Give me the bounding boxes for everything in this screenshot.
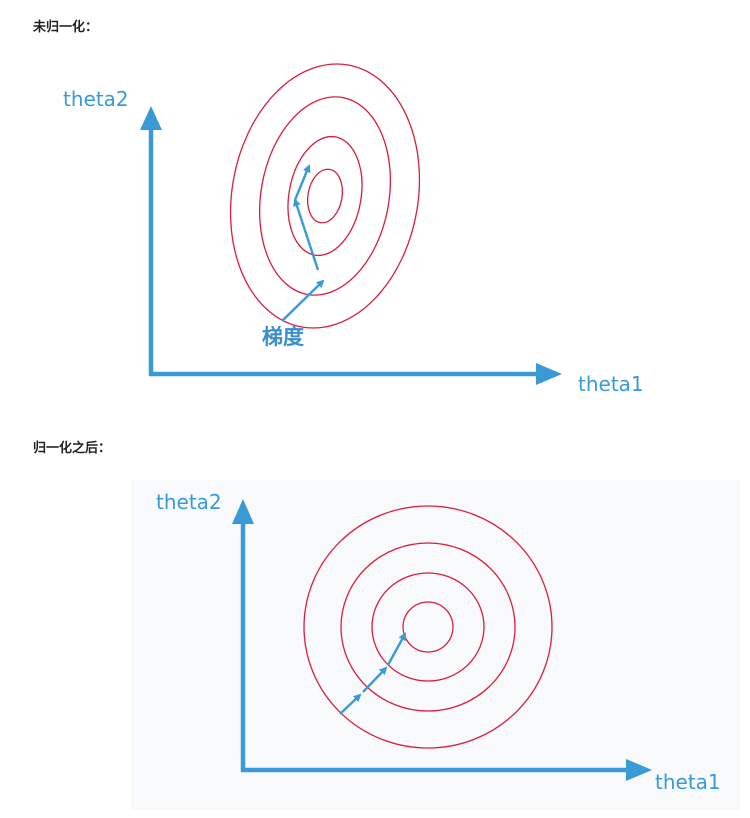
contour-ellipse-1 [229, 63, 421, 329]
normalized-diagram: theta2 theta1 [0, 470, 750, 818]
x-axis [241, 759, 652, 781]
contour-circle-4 [402, 601, 454, 653]
contour-ellipse-2 [258, 96, 392, 296]
contour-circle-1 [303, 505, 553, 749]
x-axis [149, 363, 562, 385]
normalized-diagram-svg: theta2 theta1 [156, 490, 721, 794]
unnormalized-diagram: theta2 theta1 梯度 [63, 63, 644, 396]
gradient-step-3 [293, 164, 311, 201]
gradient-path [281, 164, 325, 322]
contour-ellipse-4 [306, 168, 344, 224]
contour-group [229, 63, 421, 329]
y-axis [232, 499, 254, 772]
gradient-label: 梯度 [262, 325, 304, 349]
y-axis-label: theta2 [156, 490, 222, 514]
y-axis-label: theta2 [63, 87, 129, 111]
x-axis-arrowhead [536, 363, 562, 385]
gradient-step-1 [339, 693, 362, 715]
unnormalized-diagram-svg: theta2 theta1 梯度 [63, 63, 644, 396]
contour-circle-3 [371, 572, 485, 682]
gradient-step-2 [362, 666, 388, 693]
section-title-unnormalized: 未归一化： [33, 20, 99, 35]
y-axis-arrowhead [140, 106, 162, 130]
gradient-step-2 [293, 198, 320, 271]
y-axis-arrowhead [232, 499, 254, 524]
contour-ellipse-3 [287, 135, 363, 257]
gradient-path [339, 632, 407, 715]
gradient-step-3 [386, 632, 407, 666]
section-title-normalized: 归一化之后： [33, 441, 112, 456]
x-axis-arrowhead [626, 759, 652, 781]
x-axis-label: theta1 [655, 770, 721, 794]
diagram-background [130, 480, 740, 810]
x-axis-label: theta1 [578, 372, 644, 396]
y-axis [140, 106, 162, 376]
contour-group [303, 505, 553, 749]
gradient-step-1 [281, 279, 325, 322]
contour-circle-2 [340, 542, 516, 712]
